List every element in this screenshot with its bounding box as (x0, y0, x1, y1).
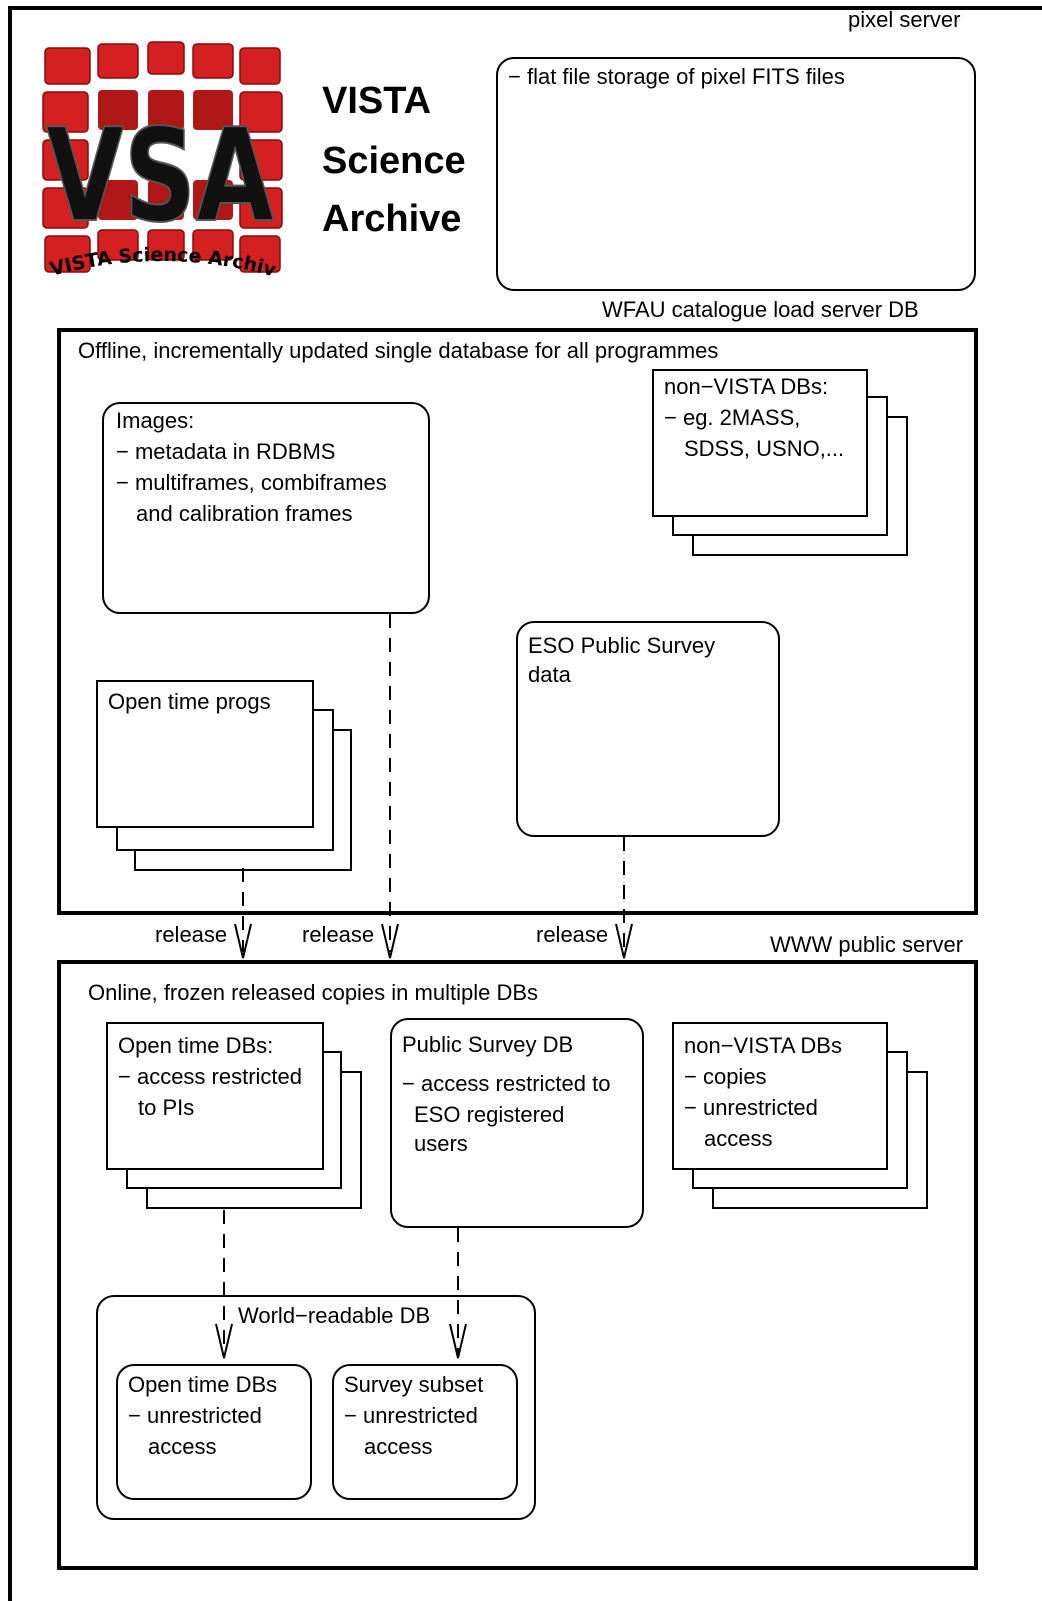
arrowhead-release-1 (234, 923, 252, 959)
nonvista-online-box: non−VISTA DBs − copies − unrestricted ac… (672, 1022, 888, 1170)
nonvista-offline-line-1: non−VISTA DBs: (664, 374, 829, 399)
open-time-dbs-box: Open time DBs: − access restricted to PI… (106, 1022, 324, 1170)
open-time-dbs-line-1: Open time DBs: (118, 1033, 274, 1058)
nonvista-online-line-2: − copies (684, 1064, 767, 1089)
nonvista-offline-line-3: SDSS, USNO,... (684, 436, 845, 461)
public-survey-line-2: − access restricted to (402, 1071, 611, 1096)
images-title: Images: (116, 408, 195, 433)
nonvista-online-line-3: − unrestricted (684, 1095, 818, 1120)
world-survey-line-3: access (364, 1434, 433, 1459)
world-survey-line-1: Survey subset (344, 1372, 484, 1397)
open-time-progs-box: Open time progs (96, 680, 314, 828)
www-server-label: WWW public server (770, 932, 964, 957)
arrowhead-release-2 (381, 923, 399, 959)
title-line-1: VISTA (322, 80, 432, 122)
wfau-server-label: WFAU catalogue load server DB (602, 297, 919, 322)
offline-heading: Offline, incrementally updated single da… (78, 338, 719, 363)
public-survey-line-3: ESO registered (414, 1102, 565, 1127)
open-time-progs-label: Open time progs (108, 689, 271, 714)
world-open-time-line-1: Open time DBs (128, 1372, 278, 1397)
world-survey-subset-box: Survey subset − unrestricted access (332, 1364, 518, 1500)
logo-letters: VSA (46, 102, 274, 251)
world-open-time-box: Open time DBs − unrestricted access (116, 1364, 312, 1500)
images-line-2: − multiframes, combiframes (116, 470, 387, 495)
pixel-storage-text: − flat file storage of pixel FITS files (508, 64, 845, 89)
nonvista-online-line-4: access (704, 1126, 773, 1151)
nonvista-offline-line-2: − eg. 2MASS, (664, 405, 801, 430)
outer-frame-top (8, 6, 1042, 10)
nonvista-offline-box: non−VISTA DBs: − eg. 2MASS, SDSS, USNO,.… (652, 369, 868, 517)
release-label-3: release (536, 922, 609, 947)
release-label-1: release (155, 922, 228, 947)
online-heading: Online, frozen released copies in multip… (88, 980, 539, 1005)
world-open-time-line-3: access (148, 1434, 217, 1459)
eso-survey-box: ESO Public Survey data (516, 621, 780, 837)
pixel-storage-box: − flat file storage of pixel FITS files (496, 57, 976, 291)
public-survey-db-box: Public Survey DB − access restricted to … (390, 1018, 644, 1228)
nonvista-online-line-1: non−VISTA DBs (684, 1033, 842, 1058)
pixel-server-label: pixel server (848, 7, 961, 32)
vsa-logo-graphic: VSA VISTA Science Archive (34, 23, 283, 282)
release-label-2: release (302, 922, 375, 947)
images-line-3: and calibration frames (136, 501, 353, 526)
public-survey-line-4: users (414, 1131, 468, 1156)
world-readable-heading: World−readable DB (236, 1301, 433, 1331)
title-line-3: Archive (322, 198, 462, 240)
title-line-2: Science (322, 140, 466, 182)
world-survey-line-2: − unrestricted (344, 1403, 478, 1428)
vsa-logo: VSA VISTA Science Archive (34, 23, 285, 290)
public-survey-line-1: Public Survey DB (402, 1032, 574, 1057)
eso-survey-line-2: data (528, 662, 571, 687)
outer-frame-left (8, 6, 12, 1601)
images-line-1: − metadata in RDBMS (116, 439, 336, 464)
images-box: Images: − metadata in RDBMS − multiframe… (102, 402, 430, 614)
eso-survey-line-1: ESO Public Survey (528, 633, 716, 658)
world-open-time-line-2: − unrestricted (128, 1403, 262, 1428)
open-time-dbs-line-2: − access restricted (118, 1064, 303, 1089)
open-time-dbs-line-3: to PIs (138, 1095, 195, 1120)
arrowhead-release-3 (615, 923, 633, 959)
